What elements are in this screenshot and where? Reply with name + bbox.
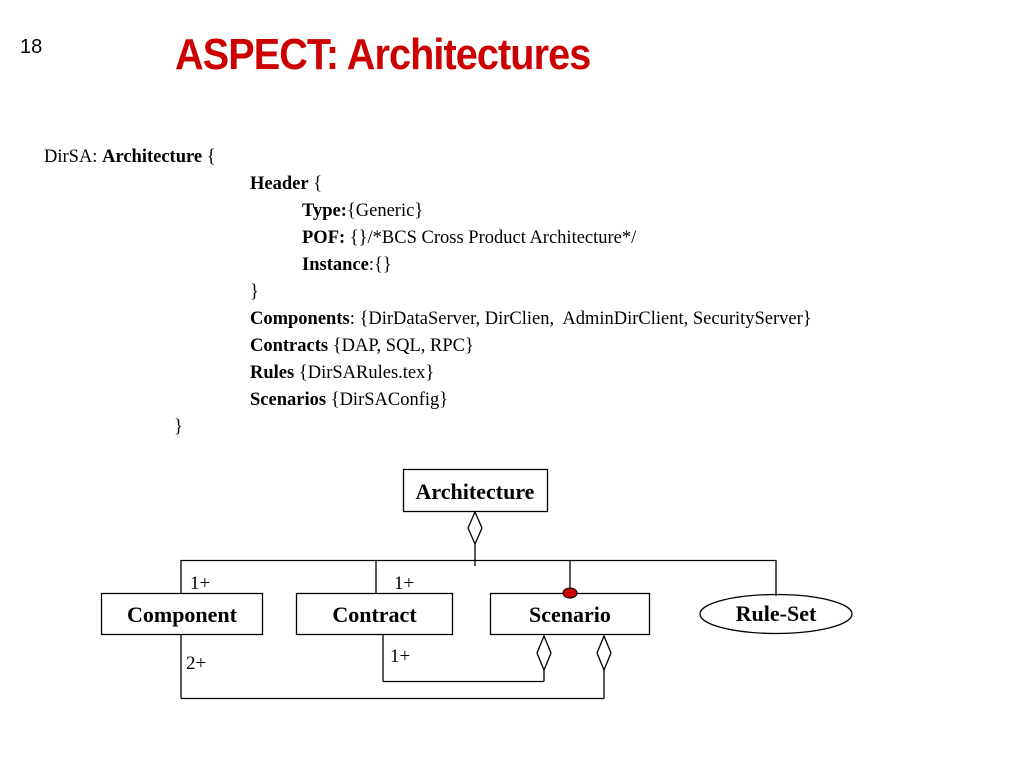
contract-box — [295, 592, 454, 636]
spec-prefix: DirSA: — [44, 147, 103, 167]
architecture-aggregation-diamond — [467, 510, 483, 546]
contract-scenario-multiplicity: 1+ — [390, 646, 410, 667]
scenario-component-diamond — [596, 634, 612, 672]
spec-line-declaration: DirSA: Architecture { — [44, 147, 216, 168]
spec-line-instance: Instance:{} — [302, 255, 392, 276]
spec-line-pof: POF: {}/*BCS Cross Product Architecture*… — [302, 228, 636, 249]
components-keyword: Components — [250, 309, 350, 329]
spec-line-type: Type:{Generic} — [302, 201, 423, 222]
scenarios-value: {DirSAConfig} — [326, 390, 449, 410]
contract-multiplicity: 1+ — [394, 573, 414, 594]
scenario-contract-diamond — [536, 634, 552, 672]
component-scenario-multiplicity: 2+ — [186, 653, 206, 674]
rule-set-ellipse — [699, 593, 853, 635]
rule-set-label: Rule-Set — [736, 601, 817, 626]
contract-label: Contract — [332, 602, 417, 627]
component-multiplicity: 1+ — [190, 573, 210, 594]
rules-keyword: Rules — [250, 363, 295, 383]
pof-keyword: POF: — [302, 228, 346, 248]
type-value: {Generic} — [346, 201, 424, 221]
type-keyword: Type: — [302, 201, 347, 221]
open-brace: { — [202, 147, 216, 167]
spec-line-close: } — [174, 417, 183, 437]
spec-line-components: Components: {DirDataServer, DirClien, Ad… — [250, 309, 812, 330]
contracts-keyword: Contracts — [250, 336, 329, 356]
rules-value: {DirSARules.tex} — [294, 363, 435, 383]
slide-title: ASPECT: Architectures — [175, 30, 591, 79]
spec-line-contracts: Contracts {DAP, SQL, RPC} — [250, 336, 474, 357]
header-keyword: Header — [250, 174, 309, 194]
instance-value: :{} — [368, 255, 392, 275]
architecture-box — [402, 468, 549, 513]
spec-line-rules: Rules {DirSARules.tex} — [250, 363, 434, 384]
pof-value: {}/*BCS Cross Product Architecture*/ — [345, 228, 637, 248]
scenario-composition-dot — [562, 587, 578, 599]
scenario-label: Scenario — [529, 602, 611, 627]
spec-line-scenarios: Scenarios {DirSAConfig} — [250, 390, 448, 411]
instance-keyword: Instance — [302, 255, 369, 275]
slide-number: 18 — [20, 36, 43, 58]
architecture-keyword: Architecture — [102, 147, 203, 167]
header-open-brace: { — [308, 174, 323, 194]
component-box — [100, 592, 264, 636]
contracts-value: {DAP, SQL, RPC} — [328, 336, 474, 356]
architecture-label: Architecture — [416, 479, 535, 504]
component-label: Component — [127, 602, 238, 627]
spec-line-header-close: } — [250, 282, 259, 302]
components-value: : {DirDataServer, DirClien, AdminDirClie… — [349, 309, 812, 329]
scenarios-keyword: Scenarios — [250, 390, 327, 410]
spec-line-header: Header { — [250, 174, 322, 195]
